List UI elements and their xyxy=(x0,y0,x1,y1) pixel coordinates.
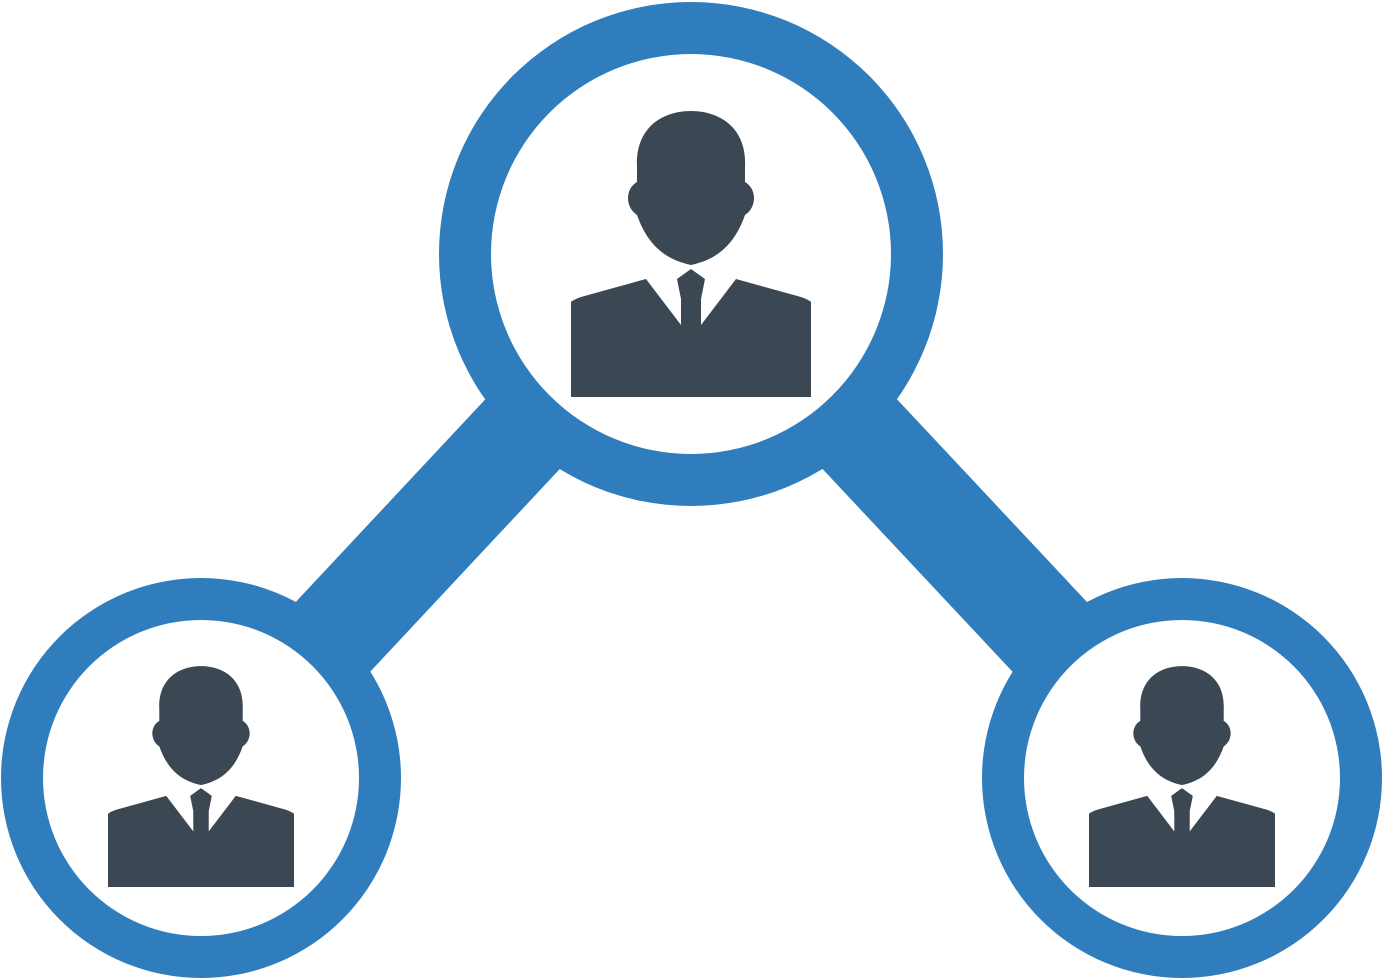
person-node-left xyxy=(1,578,401,978)
person-node-right xyxy=(982,578,1382,978)
person-node-top xyxy=(439,2,943,506)
